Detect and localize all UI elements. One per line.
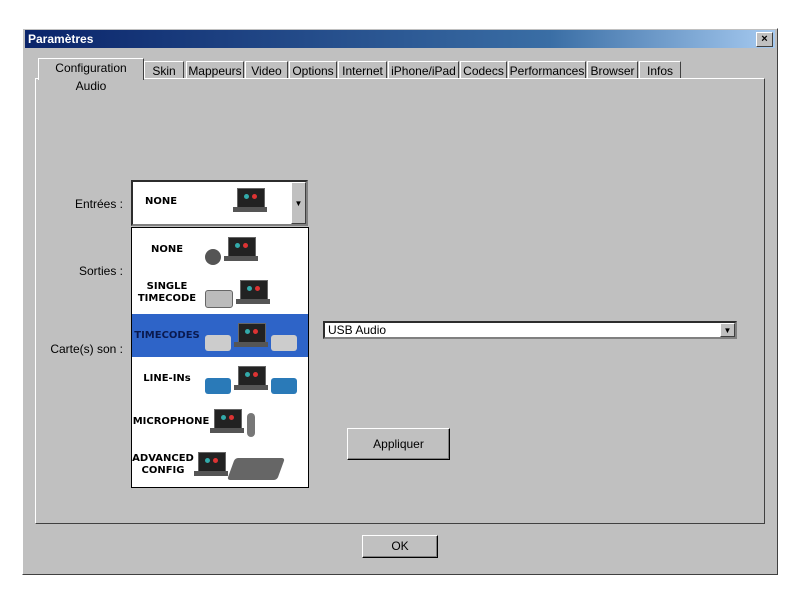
tab-video[interactable]: Video (245, 61, 288, 79)
laptop-icon (194, 451, 228, 478)
option-microphone[interactable]: MICROPHONE (132, 400, 308, 443)
waveform-icon (271, 378, 297, 394)
tab-codecs[interactable]: Codecs (460, 61, 507, 79)
mouse-icon (205, 249, 221, 265)
inputs-dropdown[interactable]: NONE ▼ (131, 180, 308, 226)
inputs-label: Entrées : (74, 197, 123, 211)
tab-panel (35, 78, 765, 524)
laptop-icon (233, 188, 267, 214)
tab-options[interactable]: Options (289, 61, 337, 79)
option-advanced-config[interactable]: ADVANCED CONFIG (132, 443, 308, 486)
soundcard-select[interactable]: USB Audio ▼ (323, 321, 737, 339)
option-none[interactable]: NONE (132, 228, 308, 271)
tab-configuration-audio[interactable]: Configuration Audio (38, 58, 144, 93)
turntable-icon (205, 290, 233, 308)
mixer-icon (226, 458, 286, 480)
dialog-title: Paramètres (28, 32, 94, 46)
laptop-icon (236, 279, 270, 306)
soundcard-value: USB Audio (328, 323, 387, 337)
tab-internet[interactable]: Internet (338, 61, 387, 79)
turntable-icon (205, 335, 231, 351)
apply-button[interactable]: Appliquer (347, 428, 450, 460)
soundcard-label: Carte(s) son : (50, 342, 123, 356)
option-single-timecode[interactable]: SINGLE TIMECODE (132, 271, 308, 314)
title-bar: Paramètres × (25, 30, 775, 48)
tab-infos[interactable]: Infos (639, 61, 681, 79)
laptop-icon (224, 236, 258, 263)
laptop-icon (234, 322, 268, 349)
laptop-icon (234, 365, 268, 392)
inputs-selected-value: NONE (145, 196, 178, 207)
close-button[interactable]: × (756, 32, 773, 47)
tab-mappeurs[interactable]: Mappeurs (186, 61, 244, 79)
outputs-label: Sorties : (78, 264, 123, 278)
dropdown-arrow-button[interactable]: ▼ (291, 182, 306, 224)
option-timecodes[interactable]: TIMECODES (132, 314, 308, 357)
inputs-dropdown-list: NONE SINGLE TIMECODE TIMECODES LINE-INs … (131, 227, 309, 488)
tab-browser[interactable]: Browser (587, 61, 638, 79)
soundcard-arrow-button[interactable]: ▼ (720, 323, 735, 337)
laptop-icon (210, 408, 244, 435)
microphone-icon (247, 413, 255, 437)
option-line-ins[interactable]: LINE-INs (132, 357, 308, 400)
waveform-icon (205, 378, 231, 394)
settings-dialog: Paramètres × Configuration Audio Skin Ma… (22, 28, 778, 575)
turntable-icon (271, 335, 297, 351)
tab-iphone-ipad[interactable]: iPhone/iPad (388, 61, 459, 79)
tab-performances[interactable]: Performances (508, 61, 586, 79)
ok-button[interactable]: OK (362, 535, 438, 558)
tab-skin[interactable]: Skin (144, 61, 184, 79)
